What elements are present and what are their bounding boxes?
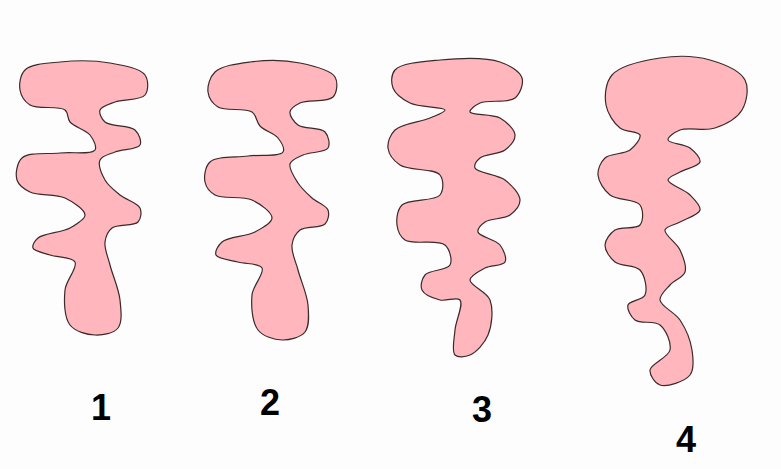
root-outline [388,58,523,356]
figure-number: 3 [472,392,492,428]
figure-number: 2 [260,385,280,421]
figure-number: 4 [676,422,696,458]
root-outline [16,61,147,335]
figure-number: 1 [91,390,111,426]
root-outline [205,61,337,340]
root-outline [598,56,747,385]
